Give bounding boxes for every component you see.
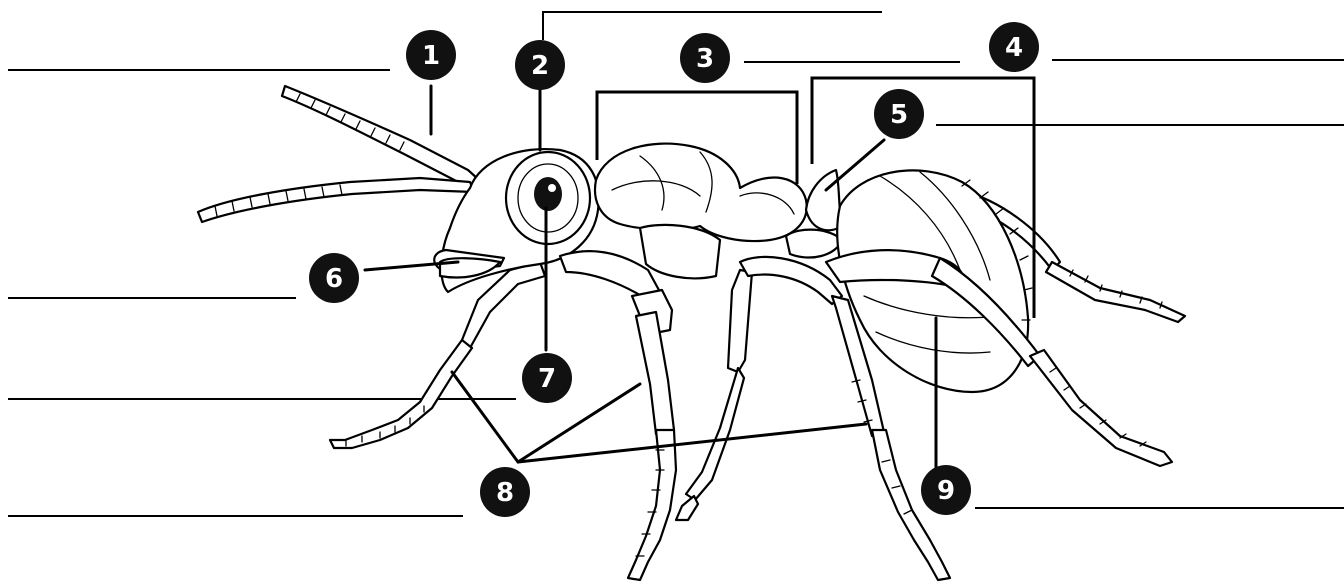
marker-8: 8 [480, 467, 530, 517]
marker-5-label: 5 [890, 100, 908, 130]
marker-1-label: 1 [422, 41, 440, 71]
marker-4: 4 [989, 22, 1039, 72]
marker-7: 7 [522, 353, 572, 403]
marker-2: 2 [515, 40, 565, 90]
pointer-8a [452, 372, 518, 462]
marker-4-label: 4 [1005, 33, 1023, 63]
marker-5: 5 [874, 89, 924, 139]
middle-leg-far [676, 270, 752, 520]
marker-3-label: 3 [696, 44, 714, 74]
marker-2-label: 2 [531, 51, 549, 81]
ant-illustration [198, 86, 1185, 580]
front-leg-far [330, 262, 545, 448]
marker-6: 6 [309, 253, 359, 303]
antennae [198, 86, 488, 222]
marker-3: 3 [680, 33, 730, 83]
eye-pupil [534, 177, 562, 211]
marker-6-label: 6 [325, 264, 343, 294]
marker-1: 1 [406, 30, 456, 80]
marker-8-label: 8 [496, 478, 514, 508]
marker-7-label: 7 [538, 364, 556, 394]
front-leg-near [560, 251, 676, 580]
marker-9-label: 9 [937, 476, 955, 506]
marker-9: 9 [921, 465, 971, 515]
